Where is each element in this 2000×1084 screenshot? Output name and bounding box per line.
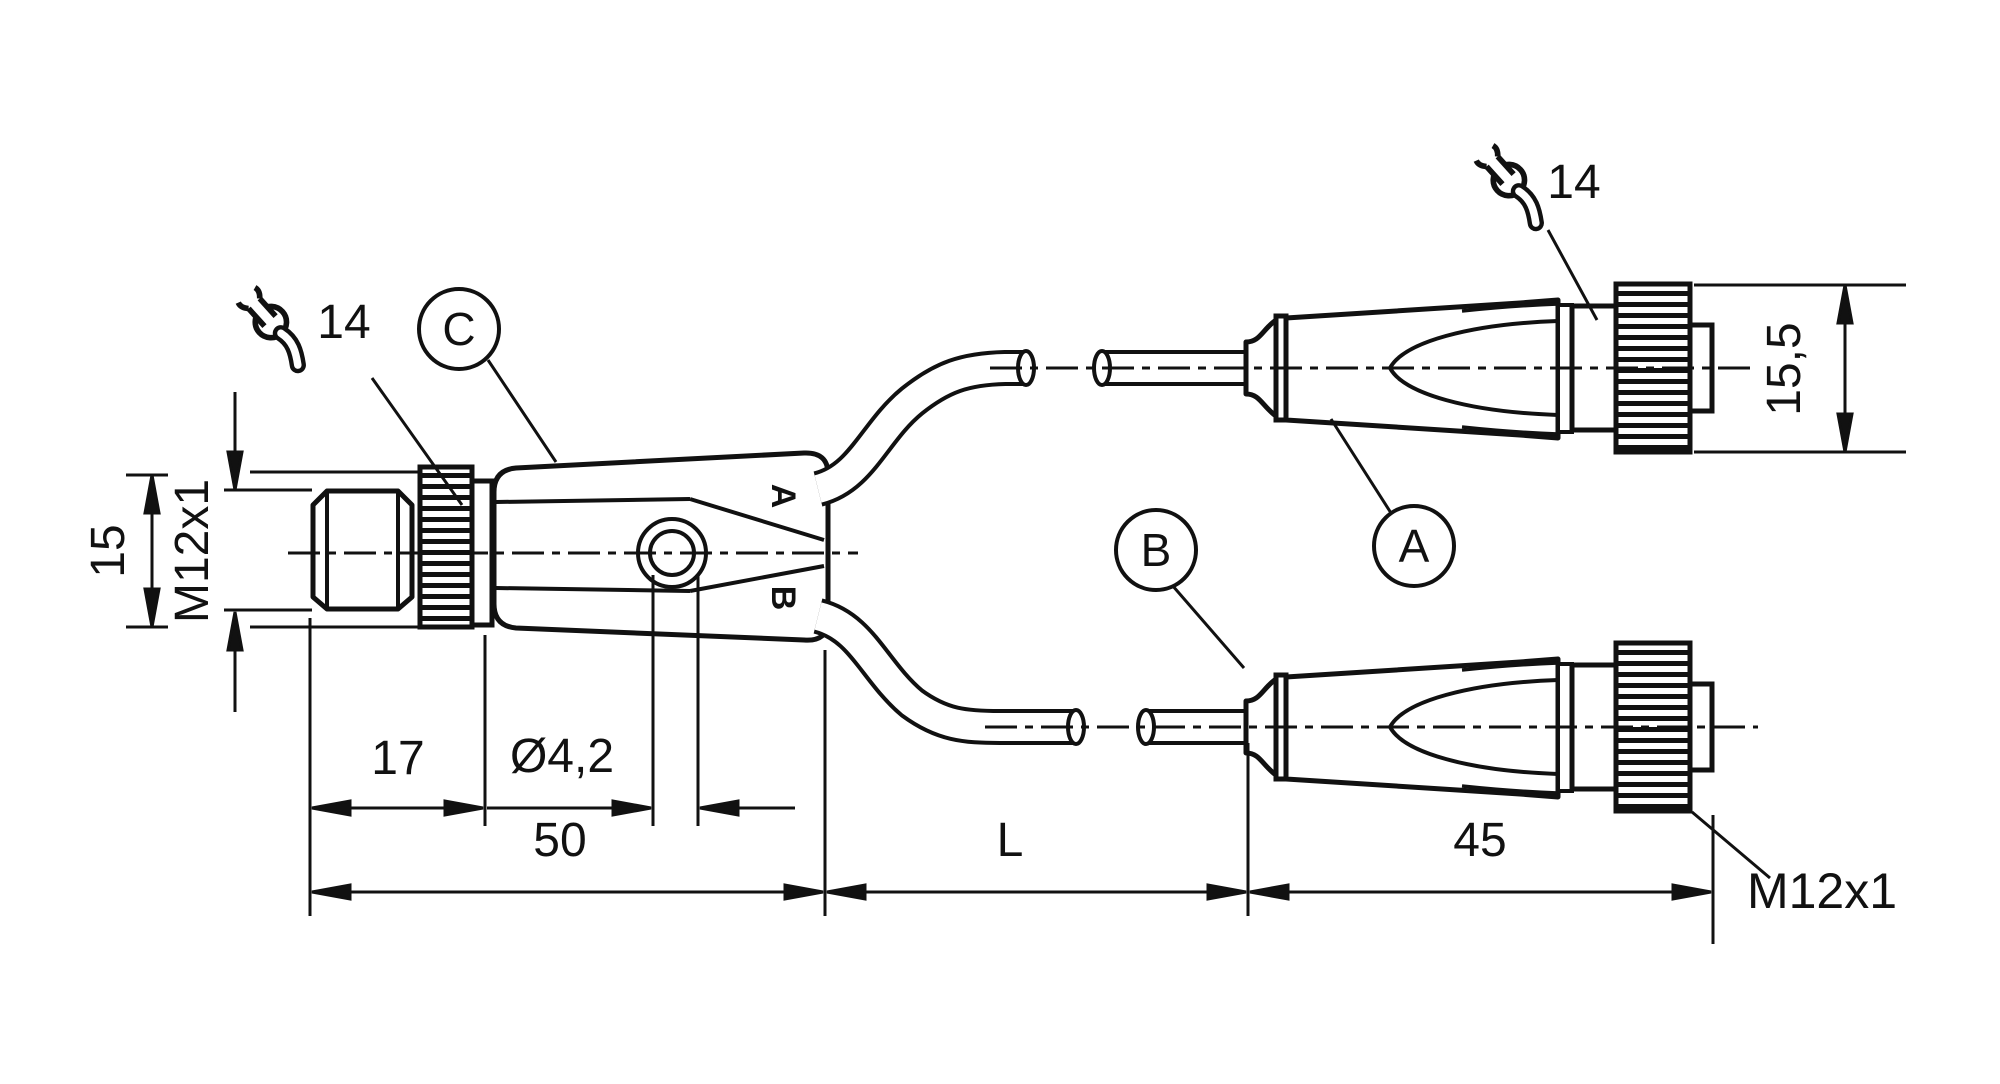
left-thread-label: M12x1 xyxy=(166,479,219,623)
y-splitter-body xyxy=(491,450,831,643)
nut-height-label: 15,5 xyxy=(1758,322,1811,415)
extension-lines xyxy=(126,283,1906,944)
cable-branch-b xyxy=(812,598,1250,746)
cable-branch-a xyxy=(812,349,1250,507)
right-thread-label: M12x1 xyxy=(1747,863,1897,919)
balloon-b: B xyxy=(1114,508,1198,592)
balloon-c-label: C xyxy=(442,303,475,355)
male-connector-left xyxy=(310,464,495,630)
wrench-size-left-label: 14 xyxy=(317,296,370,349)
balloon-c: C xyxy=(417,287,501,371)
wrench-size-right-label: 14 xyxy=(1547,156,1600,209)
wrench-icon xyxy=(235,285,316,370)
wrench-icon xyxy=(1473,143,1554,228)
body-length-label: 50 xyxy=(533,814,586,867)
hole-diameter-label: Ø4,2 xyxy=(510,730,614,783)
dim-17-label: 17 xyxy=(371,732,424,785)
balloon-a-label: A xyxy=(1399,520,1430,572)
knurled-ring xyxy=(417,464,475,630)
dimension-lines xyxy=(143,284,1854,901)
port-a-label: A xyxy=(764,484,802,509)
centerlines xyxy=(288,366,1758,729)
port-b-label: B xyxy=(764,586,802,611)
connector-length-label: 45 xyxy=(1453,814,1506,867)
left-diameter-label: 15 xyxy=(82,524,135,577)
leader-lines xyxy=(370,229,1771,880)
cable-length-label: L xyxy=(997,814,1024,867)
balloon-a: A xyxy=(1372,504,1456,588)
balloon-b-label: B xyxy=(1141,524,1172,576)
thread-tip xyxy=(310,488,415,612)
